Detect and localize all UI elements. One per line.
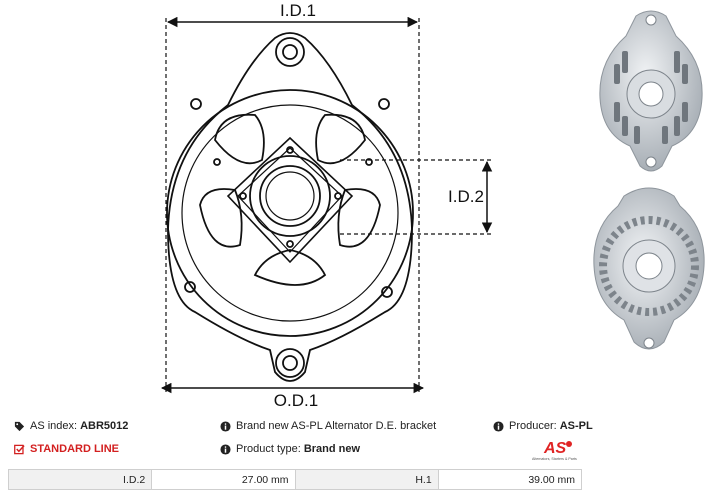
info-icon (220, 443, 231, 455)
info-icon (493, 420, 504, 432)
as-index-row: AS index: ABR5012 (14, 420, 128, 432)
producer-label: Producer: (509, 420, 557, 432)
spec-table: I.D.2 27.00 mm H.1 39.00 mm (7, 469, 583, 490)
spec-value: 39.00 mm (437, 469, 583, 490)
checkbox-checked-icon (14, 444, 25, 454)
info-icon (220, 420, 231, 432)
top-mount-hole (275, 37, 305, 67)
technical-drawing: I.D.1 O.D.1 I.D.2 (160, 1, 493, 410)
product-description: Brand new AS-PL Alternator D.E. bracket (236, 420, 437, 432)
bearing-bore (249, 155, 331, 237)
od1-label: O.D.1 (274, 391, 318, 410)
product-type-label: Product type: (236, 443, 301, 455)
spec-label: H.1 (294, 469, 439, 490)
svg-text:AS: AS (543, 440, 567, 457)
as-pl-logo: AS Alternators, Starters & Parts (532, 440, 577, 461)
product-photo-front[interactable] (592, 6, 710, 176)
tags-icon (14, 421, 25, 431)
table-row: I.D.2 27.00 mm H.1 39.00 mm (7, 469, 583, 490)
spec-label: I.D.2 (7, 469, 153, 490)
producer-value: AS-PL (559, 420, 593, 432)
bracket-outline (167, 32, 413, 382)
id2-label: I.D.2 (448, 187, 484, 206)
bracket-outer-ring (166, 89, 414, 337)
standard-line-label: STANDARD LINE (30, 443, 120, 455)
svg-text:Alternators, Starters & Parts: Alternators, Starters & Parts (532, 457, 577, 461)
center-hub (226, 136, 354, 264)
as-index-value: ABR5012 (80, 420, 129, 432)
producer-row: Producer: AS-PL (493, 420, 593, 432)
description-row: Brand new AS-PL Alternator D.E. bracket (220, 420, 436, 432)
standard-line-badge: STANDARD LINE (14, 443, 119, 455)
id1-label: I.D.1 (280, 1, 316, 20)
spec-value: 27.00 mm (151, 469, 296, 490)
product-type-value: Brand new (303, 443, 361, 455)
product-photo-back[interactable] (588, 178, 710, 358)
bottom-mount-hole (275, 348, 305, 378)
product-type-row: Product type: Brand new (220, 443, 360, 455)
as-index-label: AS index: (30, 420, 78, 432)
